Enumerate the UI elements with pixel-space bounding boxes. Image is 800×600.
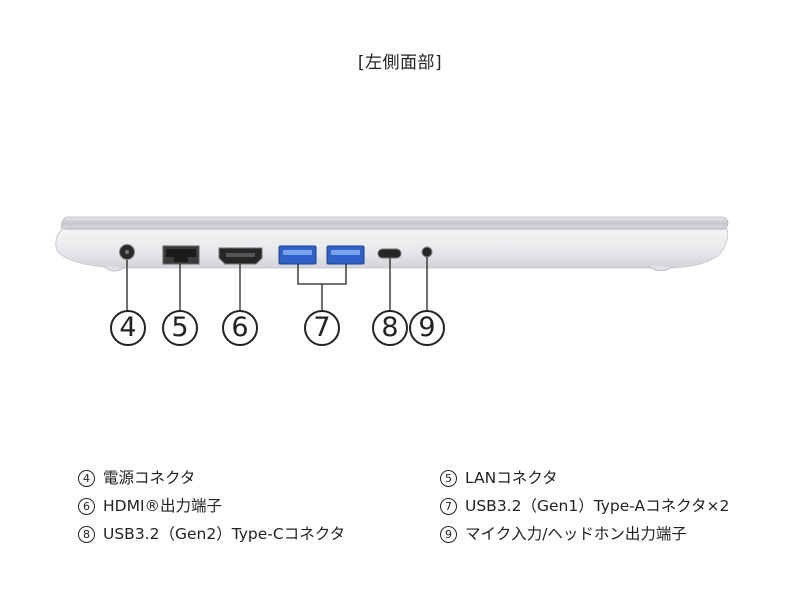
legend-label: マイク入力/ヘッドホン出力端子 bbox=[465, 525, 687, 543]
legend-item-4: 4 電源コネクタ bbox=[78, 466, 195, 488]
front-foot bbox=[103, 265, 125, 272]
legend-number: 7 bbox=[440, 498, 457, 515]
legend-number: 6 bbox=[78, 498, 95, 515]
page-title: [左側面部] bbox=[357, 53, 443, 73]
usb-c-port bbox=[377, 248, 402, 259]
callout-9: 9 bbox=[409, 310, 445, 346]
callout-5: 5 bbox=[162, 310, 198, 346]
legend-item-8: 8 USB3.2（Gen2）Type-Cコネクタ bbox=[78, 522, 345, 544]
callout-7: 7 bbox=[304, 310, 340, 346]
legend-item-7: 7 USB3.2（Gen1）Type-Aコネクタ×2 bbox=[440, 494, 729, 516]
legend-item-9: 9 マイク入力/ヘッドホン出力端子 bbox=[440, 522, 687, 544]
legend-label: USB3.2（Gen2）Type-Cコネクタ bbox=[103, 525, 346, 543]
audio-jack bbox=[421, 246, 433, 258]
legend-label: LANコネクタ bbox=[465, 469, 558, 487]
rear-foot bbox=[647, 265, 673, 272]
legend-label: 電源コネクタ bbox=[103, 469, 196, 487]
callout-4: 4 bbox=[110, 310, 146, 346]
legend-item-6: 6 HDMI®出力端子 bbox=[78, 494, 222, 516]
legend-number: 4 bbox=[78, 470, 95, 487]
legend-label: HDMI®出力端子 bbox=[103, 497, 223, 515]
legend-label: USB3.2（Gen1）Type-Aコネクタ×2 bbox=[465, 497, 730, 515]
laptop-side-view bbox=[55, 216, 729, 312]
legend-number: 5 bbox=[440, 470, 457, 487]
callout-6: 6 bbox=[222, 310, 258, 346]
legend-number: 8 bbox=[78, 526, 95, 543]
hdmi-port bbox=[218, 247, 263, 265]
laptop-lid bbox=[61, 216, 729, 230]
legend-number: 9 bbox=[440, 526, 457, 543]
usb-a-port-1 bbox=[278, 245, 317, 265]
callout-8: 8 bbox=[372, 310, 408, 346]
legend-item-5: 5 LANコネクタ bbox=[440, 466, 558, 488]
usb-a-port-2 bbox=[326, 245, 365, 265]
lan-port bbox=[162, 245, 200, 265]
